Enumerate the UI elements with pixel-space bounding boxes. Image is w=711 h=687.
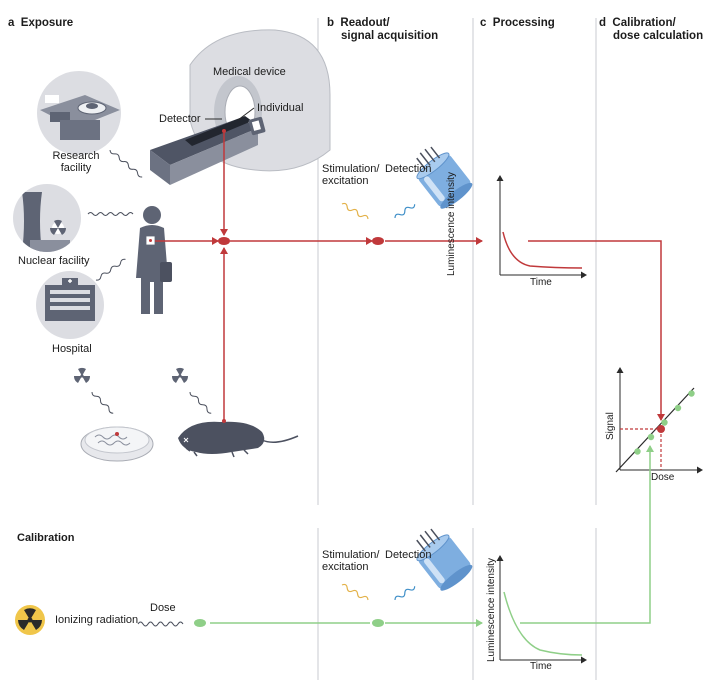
calibration-sample-node — [194, 619, 206, 627]
nuclear-facility-icon — [13, 184, 81, 252]
calibration-dose-wave — [137, 621, 184, 627]
calibration-point — [661, 419, 668, 426]
nuclear-facility-label: Nuclear facility — [18, 255, 90, 267]
column-d-header: d Calibration/ dose calculation — [599, 17, 704, 42]
signal-axis-label: Signal — [605, 412, 616, 440]
luminescence-axis-label-bottom: Luminescence intensity — [486, 558, 497, 662]
stimulation-wave-top — [341, 202, 369, 220]
calibration-points — [634, 390, 695, 455]
individual-pointer — [237, 107, 255, 121]
exposure-sample-node — [218, 237, 230, 245]
photomultiplier-detector-top — [416, 146, 473, 209]
column-c-header: c Processing — [480, 17, 555, 29]
column-a-header: a Exposure — [8, 17, 74, 29]
exposure-waves — [87, 149, 143, 281]
column-b-header: b Readout/ signal acquisition — [327, 17, 439, 42]
sample-waves — [91, 391, 212, 414]
detector-label: Detector — [159, 113, 201, 125]
individual-label: Individual — [257, 102, 304, 114]
person-silhouette — [136, 206, 172, 314]
detection-label-top: Detection — [385, 163, 432, 175]
research-facility-icon — [37, 71, 121, 155]
radiation-symbol-dish — [73, 367, 91, 383]
detection-wave-top — [394, 204, 416, 219]
measured-signal-point — [657, 425, 665, 433]
calibration-header: Calibration — [17, 532, 75, 544]
luminescence-decay-plot-top — [496, 175, 587, 279]
animal-silhouette — [178, 421, 299, 458]
ionizing-radiation-label: Ionizing radiation — [55, 614, 139, 626]
time-axis-label-top: Time — [530, 277, 552, 288]
medical-device-label: Medical device — [213, 66, 286, 78]
exposure-signal-path — [155, 129, 665, 423]
photomultiplier-detector-bottom — [416, 528, 473, 591]
calibration-point — [674, 404, 682, 412]
calibration-signal-path — [210, 445, 654, 627]
petri-dish — [80, 426, 154, 462]
dose-axis-label: Dose — [651, 472, 675, 483]
luminescence-axis-label-top: Luminescence intensity — [446, 172, 457, 276]
hospital-label: Hospital — [52, 343, 92, 355]
calibration-point — [688, 390, 695, 397]
detection-label-bottom: Detection — [385, 549, 432, 561]
radiation-symbol-animal — [171, 367, 189, 383]
stimulation-label-bottom: Stimulation/excitation — [322, 549, 380, 573]
calibration-point — [634, 448, 641, 455]
medical-device-illustration — [150, 29, 331, 185]
calibration-readout-node — [372, 619, 384, 627]
time-axis-label-bottom: Time — [530, 661, 552, 672]
ionizing-radiation-icon — [15, 605, 45, 635]
hospital-icon — [36, 271, 104, 339]
readout-sample-node — [372, 237, 384, 245]
detection-wave-bottom — [394, 586, 416, 601]
luminescence-decay-plot-bottom — [496, 555, 587, 664]
calibration-curve-plot — [615, 367, 703, 474]
calibration-point — [647, 433, 655, 441]
dosimeter-dot — [149, 239, 152, 242]
stimulation-wave-bottom — [341, 583, 369, 601]
calibration-dose-label: Dose — [150, 602, 176, 614]
stimulation-label-top: Stimulation/excitation — [322, 163, 380, 187]
